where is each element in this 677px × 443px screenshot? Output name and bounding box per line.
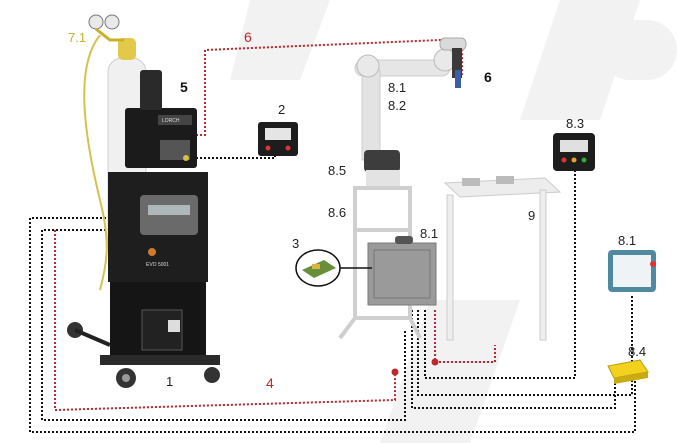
label-1: 1	[166, 374, 173, 389]
label-4: 4	[266, 375, 274, 391]
label-2: 2	[278, 102, 285, 117]
svg-text:LORCH: LORCH	[162, 118, 180, 124]
foot-pedal	[607, 359, 649, 384]
label-9: 9	[528, 208, 535, 223]
label-8-2: 8.2	[388, 98, 406, 113]
cable-4-signal	[54, 230, 396, 412]
robot-control-box	[367, 236, 437, 306]
unit-8-3	[553, 133, 595, 171]
label-7-1: 7.1	[68, 30, 86, 45]
label-6-cable: 6	[244, 29, 252, 45]
label-8-1-arm: 8.1	[388, 80, 406, 95]
cable-red-stand	[434, 310, 496, 363]
wire-feeder: LORCH	[125, 70, 197, 168]
cable-box-to-pedal	[411, 310, 616, 409]
connector-dot	[391, 368, 399, 376]
gauge-icon	[104, 14, 120, 30]
label-8-1-box: 8.1	[420, 226, 438, 241]
welding-table	[443, 176, 562, 341]
label-8-4: 8.4	[628, 344, 646, 359]
cobot-arm	[354, 37, 467, 186]
label-5: 5	[180, 79, 188, 95]
label-8-5: 8.5	[328, 163, 346, 178]
connector-dot	[431, 358, 439, 366]
pcb-zoom	[295, 249, 372, 287]
gas-hose	[83, 34, 108, 291]
gauge-icon	[88, 14, 104, 30]
cable-power-loop-outer	[29, 217, 636, 433]
svg-text:EVO 5001: EVO 5001	[146, 262, 169, 268]
label-3: 3	[292, 236, 299, 251]
teach-pendant	[608, 250, 656, 292]
label-8-6: 8.6	[328, 205, 346, 220]
cable-box-to-pendant	[417, 295, 633, 396]
cable-box-to-83	[424, 170, 576, 379]
label-8-3: 8.3	[566, 116, 584, 131]
label-6-torch: 6	[484, 69, 492, 85]
label-8-1-pendant: 8.1	[618, 233, 636, 248]
cable-power-loop-inner	[41, 229, 406, 421]
control-unit-2	[258, 122, 298, 156]
welding-power-source: EVO 5001	[67, 172, 220, 388]
cable-6-signal	[196, 38, 463, 136]
